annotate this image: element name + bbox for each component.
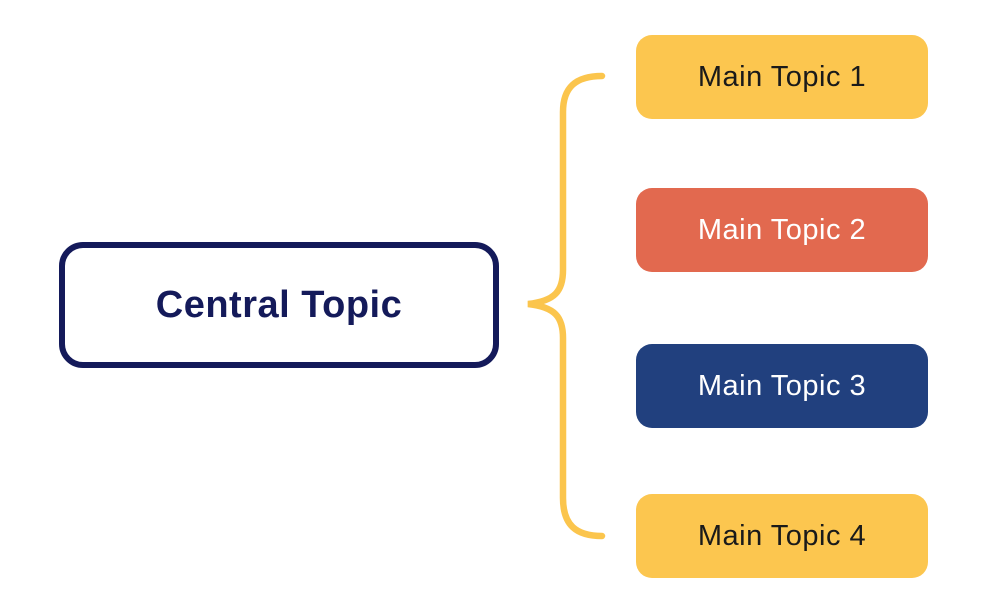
main-topic-2-node[interactable]: Main Topic 2 [636, 188, 928, 272]
main-topic-4-label: Main Topic 4 [697, 519, 867, 552]
main-topic-2-label: Main Topic 2 [697, 213, 867, 246]
brace-path [527, 72, 606, 540]
main-topic-4-node[interactable]: Main Topic 4 [636, 494, 928, 578]
main-topic-3-node[interactable]: Main Topic 3 [636, 344, 928, 428]
central-topic-label: Central Topic [155, 284, 403, 326]
central-topic-node[interactable]: Central Topic [59, 242, 499, 368]
main-topic-3-label: Main Topic 3 [697, 369, 867, 402]
main-topic-1-node[interactable]: Main Topic 1 [636, 35, 928, 119]
main-topic-1-label: Main Topic 1 [697, 60, 867, 93]
